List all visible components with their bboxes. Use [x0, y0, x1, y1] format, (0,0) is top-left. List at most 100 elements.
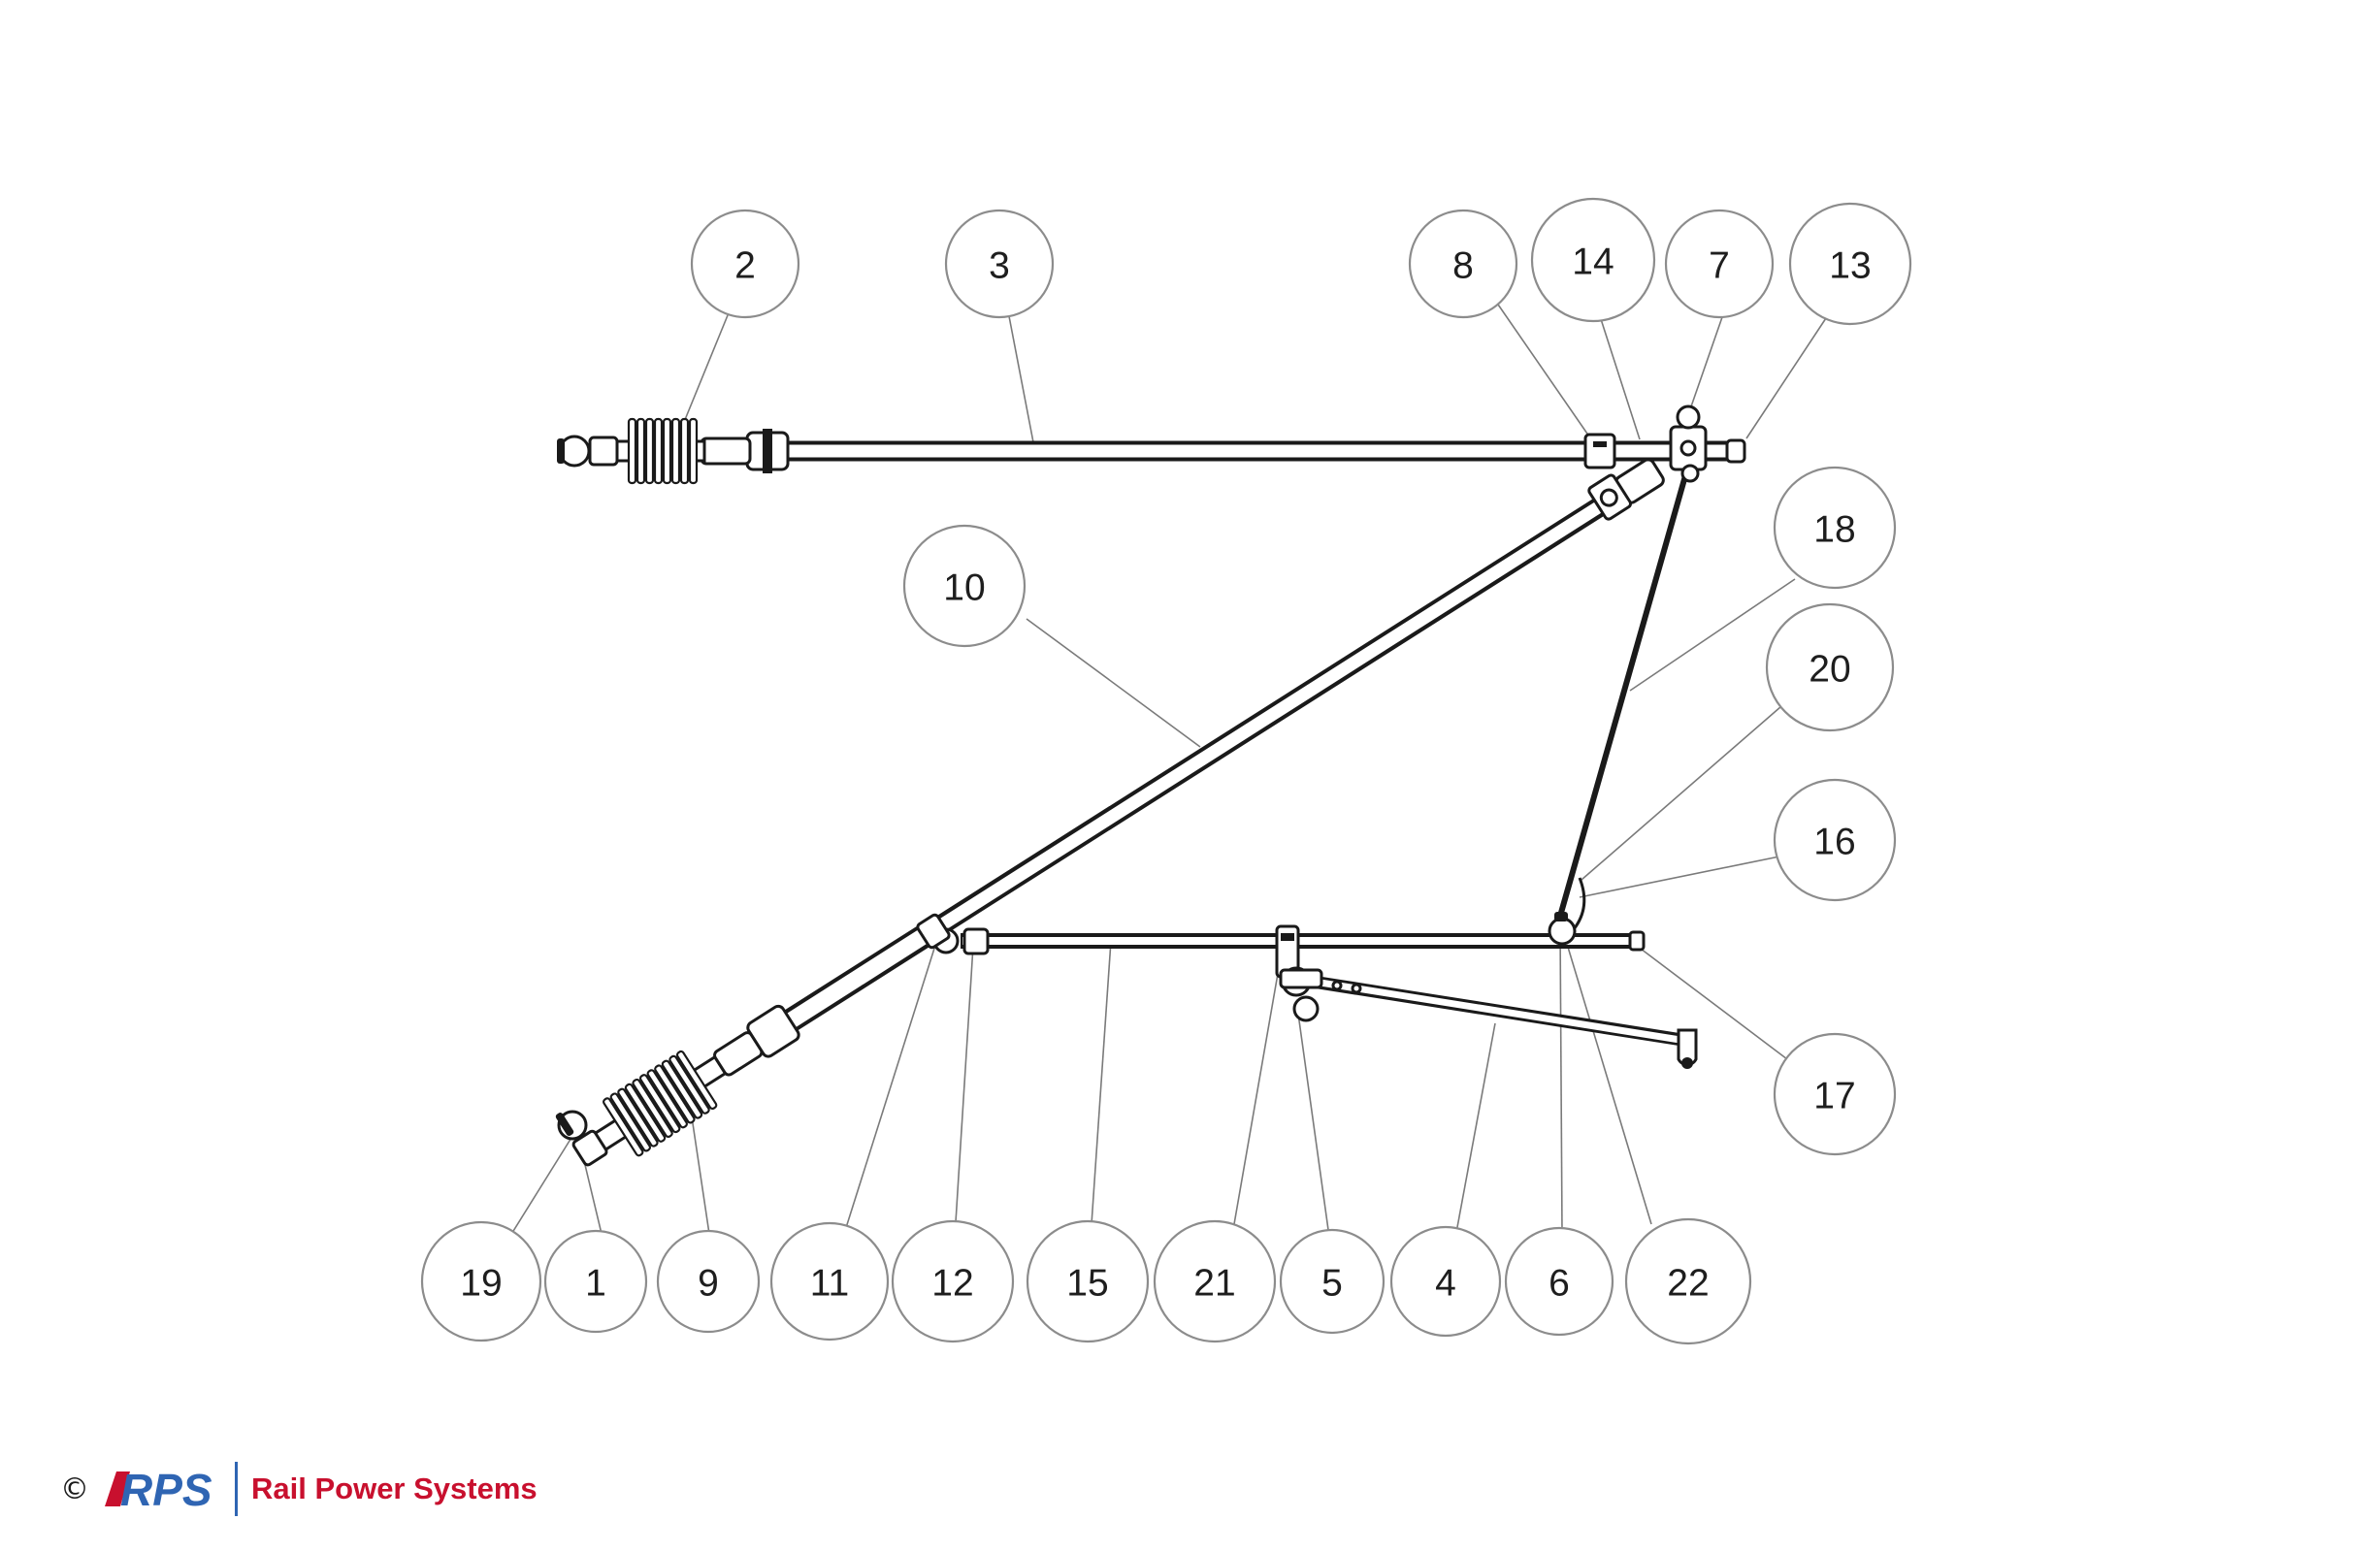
callout-7: 7	[1664, 209, 1775, 319]
callout-number: 11	[810, 1263, 850, 1305]
callout-circle	[1773, 466, 1897, 590]
leader-20	[1581, 699, 1789, 881]
callout-number: 3	[989, 245, 1010, 287]
callout-3: 3	[944, 209, 1055, 319]
callout-13: 13	[1788, 202, 1912, 326]
leader-18	[1629, 578, 1796, 692]
callout-circle	[1408, 209, 1518, 319]
callout-circle	[1788, 202, 1912, 326]
callout-circle	[1765, 602, 1895, 732]
callout-17: 17	[1773, 1032, 1897, 1156]
callout-number: 2	[734, 245, 756, 287]
bottom-clevis-19	[555, 1110, 588, 1141]
callout-6: 6	[1504, 1226, 1614, 1337]
callout-number: 4	[1435, 1263, 1456, 1305]
callout-11: 11	[769, 1221, 890, 1342]
diagonal-tube-10	[760, 486, 1624, 1047]
stay-tie-18	[1554, 465, 1691, 927]
rps-logo-swoosh-icon	[105, 1471, 130, 1506]
callout-circle	[420, 1220, 542, 1342]
steady-arm-hook-21	[1275, 924, 1323, 1022]
leader-17	[1632, 942, 1796, 1066]
callout-number: 15	[1066, 1263, 1108, 1305]
leader-8	[1495, 301, 1590, 437]
callout-14: 14	[1530, 197, 1656, 323]
callout-number: 12	[931, 1263, 973, 1305]
callout-circle	[1153, 1219, 1277, 1343]
leader-22	[1563, 933, 1652, 1225]
callout-16: 16	[1773, 778, 1897, 902]
callout-circle	[902, 524, 1027, 648]
callout-number: 16	[1813, 822, 1855, 863]
leader-12	[955, 945, 974, 1223]
callout-number: 1	[585, 1263, 606, 1305]
callout-2: 2	[690, 209, 800, 319]
callout-circle	[1530, 197, 1656, 323]
callout-number: 5	[1321, 1263, 1343, 1305]
callout-circle	[1773, 1032, 1897, 1156]
leader-16	[1579, 856, 1780, 898]
callout-circle	[543, 1229, 648, 1334]
steady-arm-4	[1298, 973, 1698, 1069]
diagonal-swivel-14	[1587, 473, 1632, 521]
callout-circle	[944, 209, 1055, 319]
logo-divider	[235, 1462, 238, 1516]
callout-circle	[769, 1221, 890, 1342]
rps-logo: RPS	[105, 1465, 212, 1515]
callout-circle	[1624, 1217, 1752, 1345]
callout-20: 20	[1765, 602, 1895, 732]
callout-number: 7	[1709, 245, 1730, 287]
callout-8: 8	[1408, 209, 1518, 319]
top-tube-end-13	[1725, 438, 1746, 464]
callout-1: 1	[543, 1229, 648, 1334]
callout-9: 9	[656, 1229, 761, 1334]
dropper-arc-20	[1572, 877, 1586, 930]
leader-4	[1454, 1022, 1496, 1239]
stay-clamp-7	[1669, 404, 1708, 483]
leader-6	[1559, 925, 1563, 1235]
callout-number: 18	[1813, 509, 1855, 551]
callout-number: 14	[1572, 242, 1614, 283]
callout-circle	[1504, 1226, 1614, 1337]
callout-21: 21	[1153, 1219, 1277, 1343]
leader-13	[1745, 317, 1827, 439]
tube-clamp-12	[962, 927, 990, 955]
leader-3	[1008, 315, 1034, 443]
callout-10: 10	[902, 524, 1027, 648]
callout-circle	[1279, 1228, 1386, 1335]
stay-clamp-6	[1548, 912, 1577, 946]
callout-4: 4	[1389, 1225, 1502, 1338]
leader-7	[1689, 316, 1723, 410]
callout-number: 19	[460, 1263, 502, 1305]
callout-circle	[1026, 1219, 1150, 1343]
top-tube-bracket-8	[1583, 433, 1616, 469]
callout-12: 12	[891, 1219, 1015, 1343]
bottom-insulator-9	[571, 1004, 800, 1167]
callout-number: 17	[1813, 1076, 1855, 1117]
footer: © RPS Rail Power Systems	[60, 1455, 538, 1523]
callout-number: 20	[1809, 649, 1850, 691]
callout-number: 8	[1452, 245, 1474, 287]
callout-18: 18	[1773, 466, 1897, 590]
callout-15: 15	[1026, 1219, 1150, 1343]
callout-22: 22	[1624, 1217, 1752, 1345]
leader-21	[1233, 967, 1280, 1225]
leader-14	[1600, 318, 1641, 440]
callout-circle	[690, 209, 800, 319]
leader-19	[509, 1132, 575, 1237]
registration-tube-end-17	[1628, 930, 1646, 952]
callout-number: 9	[698, 1263, 719, 1305]
callout-19: 19	[420, 1220, 542, 1342]
hinge-clamp-11	[916, 913, 960, 954]
callout-circle	[656, 1229, 761, 1334]
top-insulator-2	[557, 417, 790, 485]
callout-number: 13	[1829, 245, 1871, 287]
cantilever-drawing	[555, 404, 1746, 1167]
leader-10	[1026, 618, 1201, 748]
callout-number: 6	[1549, 1263, 1570, 1305]
callout-number: 21	[1193, 1263, 1235, 1305]
callout-circle	[1389, 1225, 1502, 1338]
callout-circle	[1773, 778, 1897, 902]
rps-logo-text: RPS	[120, 1465, 212, 1515]
